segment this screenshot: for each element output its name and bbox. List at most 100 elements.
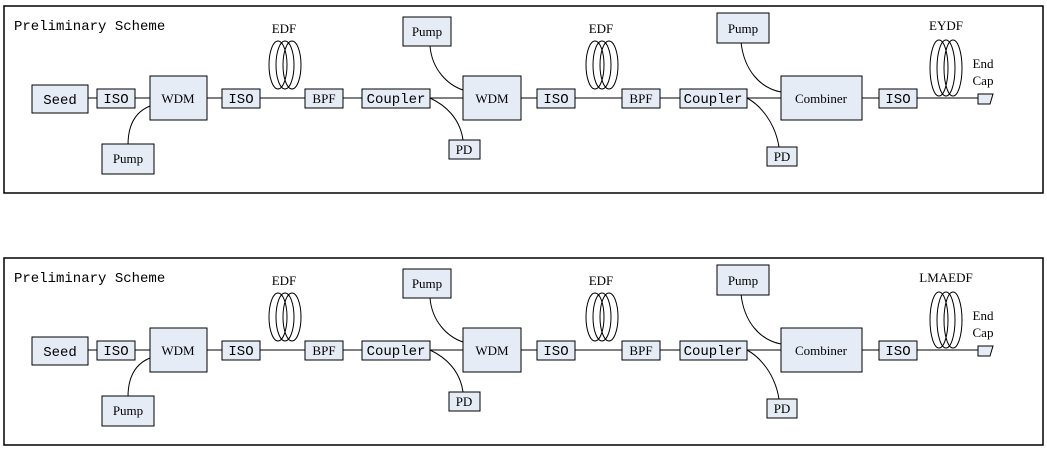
- coupler1-label: Coupler: [367, 344, 426, 360]
- pd1-box: [448, 139, 481, 160]
- iso3-box: [536, 88, 576, 109]
- scheme-diagram: Preliminary Scheme Seed ISO WDM Pump ISO: [3, 257, 1044, 446]
- wdm2-label: WDM: [475, 343, 509, 358]
- bpf1-box: [304, 340, 344, 361]
- edf1-coil-icon: [268, 292, 302, 342]
- pump3-box: [716, 12, 770, 44]
- pump3-wire: [740, 41, 782, 93]
- wdm2-label: WDM: [475, 91, 509, 106]
- coupler1-box: [361, 88, 431, 109]
- final-fiber-coil-icon: [929, 291, 963, 349]
- bpf2-label: BPF: [629, 91, 652, 106]
- pump1-label: Pump: [113, 151, 143, 166]
- iso2-box: [221, 88, 261, 109]
- bpf2-box: [621, 340, 661, 361]
- iso1-label: ISO: [103, 92, 128, 108]
- iso4-label: ISO: [885, 92, 910, 108]
- pd1-box: [448, 391, 481, 412]
- iso3-label: ISO: [543, 344, 568, 360]
- bpf1-box: [304, 88, 344, 109]
- end-cap-label-line1: End: [973, 308, 994, 323]
- end-cap-label-line2: Cap: [973, 325, 994, 340]
- pump3-box: [716, 264, 770, 296]
- pump2-box: [402, 16, 452, 47]
- edf2-coil-icon: [585, 292, 619, 342]
- iso1-box: [96, 340, 136, 361]
- final-fiber-coil-icon: [929, 39, 963, 97]
- wdm2-box: [462, 327, 522, 373]
- final-fiber-label: EYDF: [929, 18, 963, 33]
- pd2-label: PD: [774, 149, 791, 164]
- bpf2-box: [621, 88, 661, 109]
- end-cap-icon: [977, 345, 994, 357]
- pump1-label: Pump: [113, 403, 143, 418]
- combiner-label: Combiner: [795, 91, 848, 106]
- pd1-wire: [429, 349, 464, 393]
- coupler2-label: Coupler: [684, 344, 743, 360]
- coupler2-box: [679, 88, 748, 109]
- end-cap-icon: [977, 93, 994, 105]
- edf2-label: EDF: [589, 273, 614, 288]
- iso1-label: ISO: [103, 344, 128, 360]
- wdm1-label: WDM: [161, 343, 195, 358]
- pd2-wire: [746, 349, 780, 400]
- pump1-box: [101, 395, 155, 427]
- pump1-wire: [127, 357, 151, 398]
- iso2-label: ISO: [228, 344, 253, 360]
- pd2-box: [766, 398, 798, 419]
- coupler1-box: [361, 340, 431, 361]
- scheme-panel-1: Preliminary Scheme Seed ISO WDM Pump ISO: [0, 0, 1047, 200]
- pump2-box: [402, 268, 452, 299]
- edf2-label: EDF: [589, 21, 614, 36]
- end-cap-label-line1: End: [973, 56, 994, 71]
- pump1-box: [101, 143, 155, 175]
- combiner-box: [780, 75, 863, 121]
- seed-box: [31, 84, 89, 114]
- pump2-label: Pump: [412, 276, 442, 291]
- iso2-box: [221, 340, 261, 361]
- pd2-wire: [746, 97, 780, 148]
- scheme-diagram: Preliminary Scheme Seed ISO WDM Pump ISO: [3, 5, 1044, 194]
- pump2-wire: [429, 45, 464, 91]
- pump3-label: Pump: [728, 21, 758, 36]
- combiner-label: Combiner: [795, 343, 848, 358]
- wdm1-box: [149, 327, 208, 373]
- iso3-box: [536, 340, 576, 361]
- iso4-box: [878, 340, 918, 361]
- pump3-wire: [740, 293, 782, 345]
- edf1-coil-icon: [268, 40, 302, 90]
- iso4-label: ISO: [885, 344, 910, 360]
- diagram-title: Preliminary Scheme: [14, 19, 165, 35]
- seed-label: Seed: [43, 345, 77, 361]
- coupler2-box: [679, 340, 748, 361]
- pd2-label: PD: [774, 401, 791, 416]
- iso3-label: ISO: [543, 92, 568, 108]
- coupler2-label: Coupler: [684, 92, 743, 108]
- diagram-title: Preliminary Scheme: [14, 271, 165, 287]
- iso1-box: [96, 88, 136, 109]
- pd1-label: PD: [456, 394, 473, 409]
- combiner-box: [780, 327, 863, 373]
- pump2-label: Pump: [412, 24, 442, 39]
- final-fiber-label: LMAEDF: [919, 270, 972, 285]
- wdm1-box: [149, 75, 208, 121]
- pd1-label: PD: [456, 142, 473, 157]
- iso4-box: [878, 88, 918, 109]
- pd1-wire: [429, 97, 464, 141]
- pump3-label: Pump: [728, 273, 758, 288]
- seed-label: Seed: [43, 93, 77, 109]
- scheme-panel-2: Preliminary Scheme Seed ISO WDM Pump ISO: [0, 252, 1047, 452]
- bpf2-label: BPF: [629, 343, 652, 358]
- edf1-label: EDF: [272, 21, 297, 36]
- coupler1-label: Coupler: [367, 92, 426, 108]
- pump2-wire: [429, 297, 464, 343]
- wdm1-label: WDM: [161, 91, 195, 106]
- bpf1-label: BPF: [312, 343, 335, 358]
- pd2-box: [766, 146, 798, 167]
- bpf1-label: BPF: [312, 91, 335, 106]
- edf2-coil-icon: [585, 40, 619, 90]
- end-cap-label-line2: Cap: [973, 73, 994, 88]
- wdm2-box: [462, 75, 522, 121]
- edf1-label: EDF: [272, 273, 297, 288]
- seed-box: [31, 336, 89, 366]
